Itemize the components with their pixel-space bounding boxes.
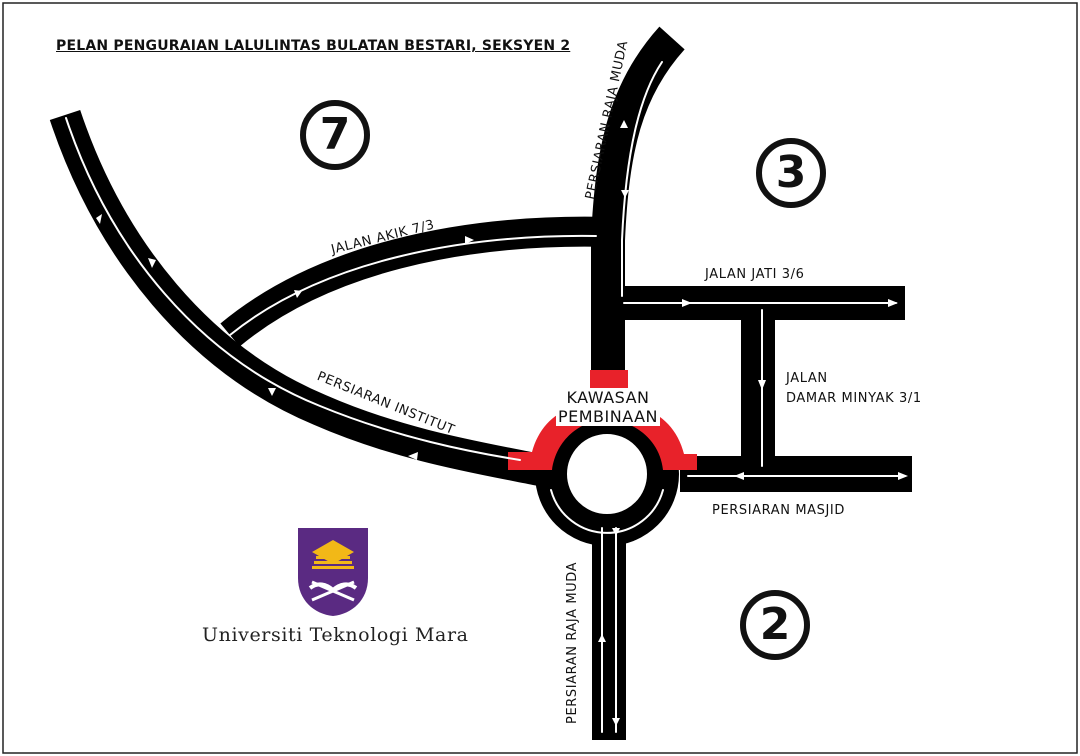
section-number: 3 [775, 147, 807, 198]
label-jalan-damar-line1: JALAN [786, 371, 828, 386]
lane-raja-muda-north [621, 61, 663, 297]
section-number: 7 [319, 109, 351, 160]
label-jalan-jati: JALAN JATI 3/6 [705, 267, 805, 282]
road-raja-muda-north [591, 26, 685, 372]
lane-roundabout [550, 489, 664, 534]
section-badge-3: 3 [756, 138, 826, 208]
arrow-left-icon [408, 452, 418, 460]
lane-institut [65, 117, 521, 461]
arrow-right-icon [294, 290, 302, 298]
arrow-right-icon [898, 472, 908, 480]
arrow-down-icon [268, 388, 276, 396]
lane-akik [229, 234, 597, 336]
map-title: PELAN PENGURAIAN LALULINTAS BULATAN BEST… [56, 38, 571, 54]
lane-lines [65, 61, 906, 733]
arrow-down-icon [621, 190, 629, 198]
section-badge-2: 2 [740, 590, 810, 660]
section-badge-7: 7 [300, 100, 370, 170]
arrow-up-icon [620, 120, 628, 128]
uitm-crest-icon [298, 528, 368, 616]
arrow-down-icon [612, 718, 620, 726]
arrow-down-icon [96, 214, 102, 224]
label-raja-muda-south: PERSIARAN RAJA MUDA [565, 561, 580, 724]
section-number: 2 [759, 599, 791, 650]
arrow-down-icon [758, 380, 766, 390]
arrow-right-icon [682, 299, 692, 307]
arrow-left-icon [734, 472, 744, 480]
road-jalan-akik [220, 216, 611, 347]
arrow-right-icon [465, 236, 474, 244]
university-name: Universiti Teknologi Mara [202, 624, 469, 646]
construction-zone-line2: PEMBINAAN [555, 407, 661, 426]
construction-zone-label: KAWASAN PEMBINAAN [538, 388, 678, 426]
arrow-down-icon [148, 258, 156, 268]
arrow-down-icon [612, 528, 620, 536]
label-persiaran-masjid: PERSIARAN MASJID [712, 503, 845, 518]
construction-north-block [590, 370, 628, 388]
roundabout-island [569, 436, 645, 512]
arrow-up-icon [598, 634, 606, 642]
direction-arrows [96, 120, 908, 726]
construction-zone-line1: KAWASAN [564, 388, 652, 407]
label-jalan-damar-line2: DAMAR MINYAK 3/1 [786, 391, 922, 406]
arrow-right-icon [888, 299, 898, 307]
